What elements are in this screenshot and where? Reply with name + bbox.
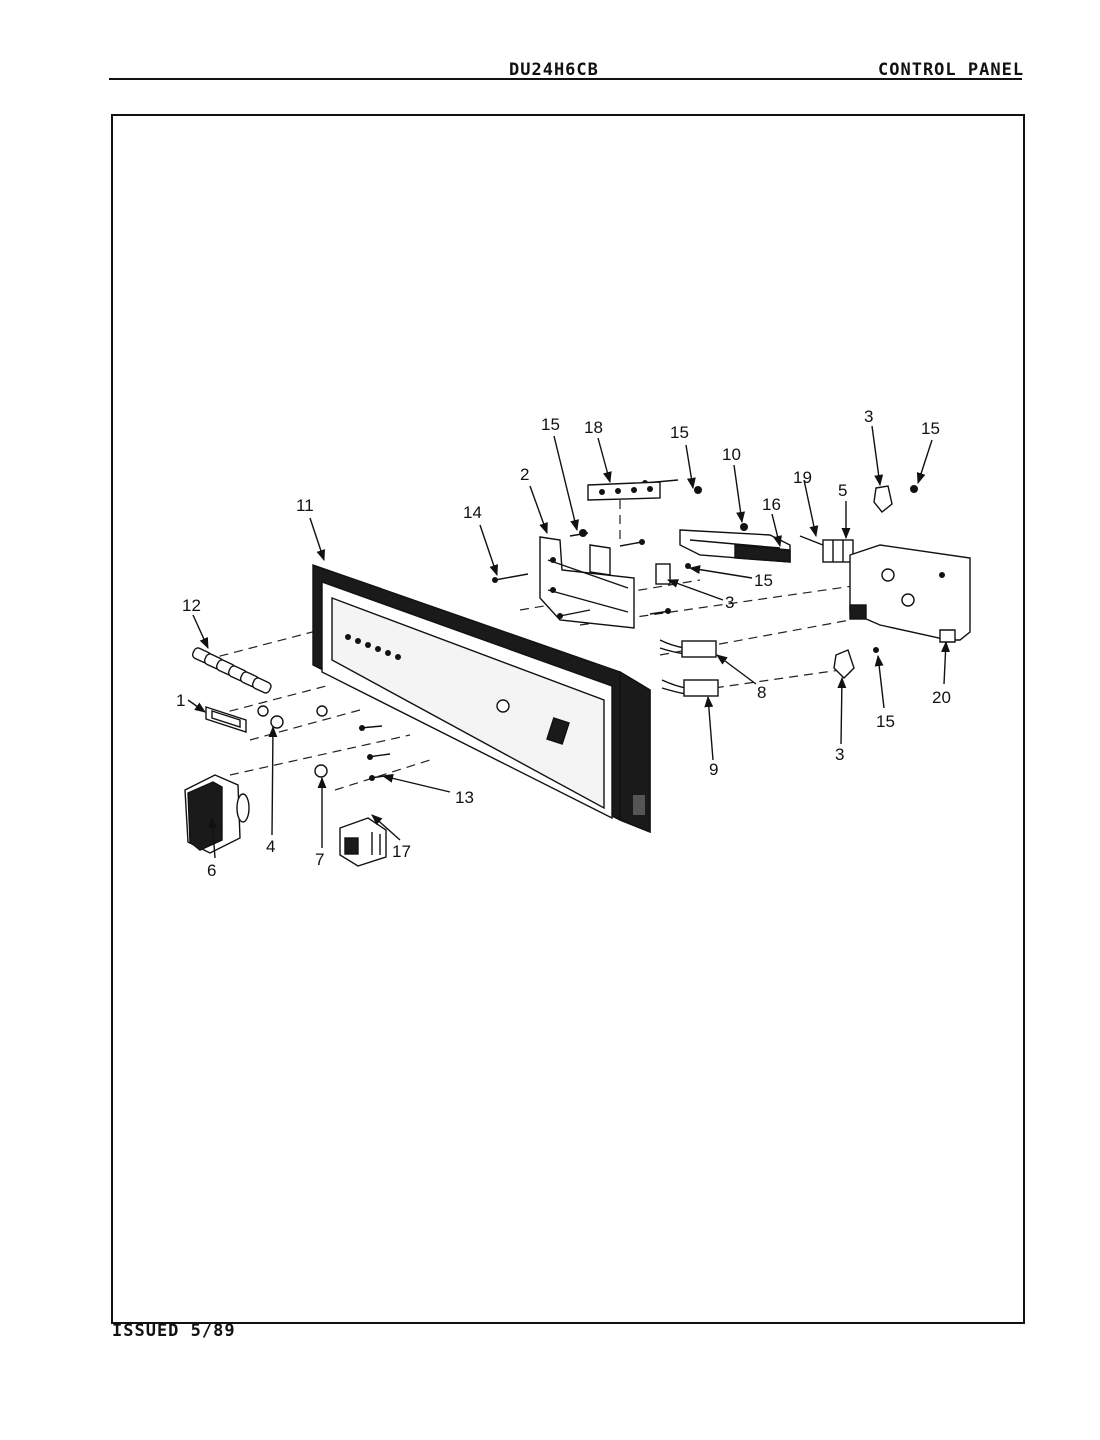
callout-15-d: 15 [754, 571, 773, 590]
callout-15-e: 15 [876, 712, 895, 731]
rocker-switch-part [339, 817, 387, 867]
panel-screws [359, 725, 393, 781]
callout-6: 6 [207, 861, 216, 880]
callout-7: 7 [315, 850, 324, 869]
callout-10: 10 [722, 445, 741, 464]
callout-17: 17 [392, 842, 411, 861]
knob-part [184, 774, 250, 854]
lens-part [205, 706, 247, 733]
connector-parts [799, 535, 854, 563]
callout-9: 9 [709, 760, 718, 779]
callout-1: 1 [176, 691, 185, 710]
callout-13: 13 [455, 788, 474, 807]
callout-19: 19 [793, 468, 812, 487]
callout-8: 8 [757, 683, 766, 702]
section-title: CONTROL PANEL [878, 60, 1025, 80]
diagram-frame [111, 114, 1025, 1324]
callout-16: 16 [762, 495, 781, 514]
timer-plate-part [849, 544, 971, 643]
callout-labels: 11 12 1 4 6 7 17 13 14 2 15 18 15 10 16 … [176, 407, 951, 880]
switch-block-part [679, 529, 791, 563]
callout-2: 2 [520, 465, 529, 484]
callout-5: 5 [838, 481, 847, 500]
panel-indicator-dots [345, 634, 401, 660]
harness-connectors [659, 639, 719, 697]
terminal-strip-part [587, 481, 661, 501]
model-number: DU24H6CB [509, 60, 599, 80]
callout-11: 11 [296, 496, 314, 515]
callout-15-c: 15 [921, 419, 940, 438]
issued-date: ISSUED 5/89 [112, 1321, 236, 1341]
push-buttons-part [191, 647, 272, 694]
bushing-parts [257, 705, 328, 778]
callout-3-mid: 3 [725, 593, 734, 612]
callout-12: 12 [182, 596, 201, 615]
header-rule [109, 78, 1022, 80]
callout-3-top: 3 [864, 407, 873, 426]
callout-4: 4 [266, 837, 275, 856]
leader-lines [187, 425, 950, 859]
control-panel-part [312, 564, 651, 834]
callout-14: 14 [463, 503, 482, 522]
callout-15-b: 15 [670, 423, 689, 442]
callout-15-a: 15 [541, 415, 560, 434]
clip-part [655, 563, 691, 585]
callout-3-low: 3 [835, 745, 844, 764]
clip-parts-right [833, 485, 918, 679]
bracket-part [539, 536, 635, 629]
callout-20: 20 [932, 688, 951, 707]
callout-18: 18 [584, 418, 603, 437]
